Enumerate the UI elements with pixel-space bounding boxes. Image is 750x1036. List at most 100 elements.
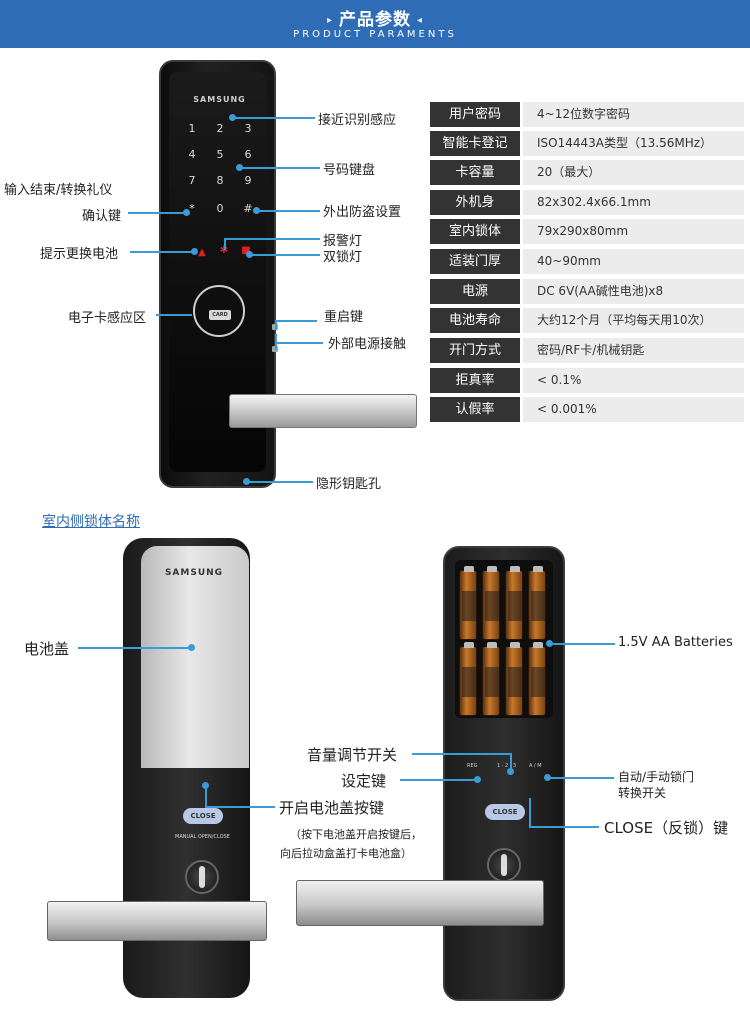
key-7: 7 bbox=[188, 174, 196, 187]
batteries-line bbox=[550, 643, 615, 645]
spec-value: DC 6V(AA碱性电池)x8 bbox=[523, 279, 744, 304]
keyhole-dot bbox=[243, 478, 250, 485]
spec-row: 智能卡登记 ISO14443A类型（13.56MHz） bbox=[430, 131, 744, 156]
spec-row: 认假率 < 0.001% bbox=[430, 397, 744, 422]
label-cover-note-1: （按下电池盖开启按键后， bbox=[290, 828, 422, 841]
anti-theft-dot bbox=[253, 207, 260, 214]
manual-knob bbox=[185, 860, 219, 894]
battery bbox=[459, 642, 477, 716]
vol-label: 1 · 2 · 3 bbox=[497, 763, 517, 769]
close-key-vline bbox=[529, 798, 531, 826]
label-close-key: CLOSE（反锁）键 bbox=[604, 819, 729, 837]
header-title-text: 产品参数 bbox=[339, 10, 411, 30]
battery-lock-handle bbox=[296, 880, 544, 926]
label-keypad: 号码键盘 bbox=[323, 163, 376, 178]
spec-row: 外机身 82x302.4x66.1mm bbox=[430, 190, 744, 215]
label-battery-cover: 电池盖 bbox=[24, 640, 70, 658]
spec-value: ISO14443A类型（13.56MHz） bbox=[523, 131, 744, 156]
label-confirm-key: 确认键 bbox=[82, 209, 122, 224]
close-button: CLOSE bbox=[485, 804, 525, 820]
key-3: 3 bbox=[244, 122, 252, 135]
spec-value: < 0.1% bbox=[523, 368, 744, 393]
key-0: 0 bbox=[216, 202, 224, 215]
card-sensor-ring bbox=[193, 285, 245, 337]
spec-key: 智能卡登记 bbox=[430, 131, 520, 156]
header-title: ▸产品参数◂ bbox=[0, 5, 750, 30]
spec-value: 大约12个月（平均每天用10次） bbox=[523, 308, 744, 333]
spec-value: 密码/RF卡/机械钥匙 bbox=[523, 338, 744, 363]
anti-theft-line bbox=[257, 210, 320, 212]
volume-vline bbox=[510, 753, 512, 771]
spec-value: 79x290x80mm bbox=[523, 219, 744, 244]
key-star: * bbox=[189, 202, 195, 215]
label-setting-key: 设定键 bbox=[341, 772, 387, 790]
cover-open-button: CLOSE bbox=[183, 808, 223, 824]
spec-key: 室内锁体 bbox=[430, 219, 520, 244]
key-5: 5 bbox=[216, 148, 224, 161]
label-volume-switch: 音量调节开关 bbox=[307, 746, 398, 764]
proximity-dot bbox=[229, 114, 236, 121]
battery-compartment bbox=[455, 560, 553, 718]
confirm-dot bbox=[183, 209, 190, 216]
spec-value: 40~90mm bbox=[523, 249, 744, 274]
battery-cover bbox=[141, 546, 249, 768]
spec-value: 82x302.4x66.1mm bbox=[523, 190, 744, 215]
key-4: 4 bbox=[188, 148, 196, 161]
spec-key: 用户密码 bbox=[430, 102, 520, 127]
front-lock-brand: SAMSUNG bbox=[193, 95, 246, 104]
spec-value: 4~12位数字密码 bbox=[523, 102, 744, 127]
am-label: A / M bbox=[529, 763, 542, 769]
spec-row: 电池寿命 大约12个月（平均每天用10次） bbox=[430, 308, 744, 333]
alarm-vline bbox=[224, 238, 226, 250]
battery bbox=[528, 566, 546, 640]
indoor-section-title[interactable]: 室内侧锁体名称 bbox=[42, 514, 140, 530]
cover-button-dot bbox=[202, 782, 209, 789]
label-auto-manual-1: 自动/手动锁门 bbox=[618, 770, 695, 784]
label-anti-theft: 外出防盗设置 bbox=[323, 205, 402, 220]
label-keyhole: 隐形钥匙孔 bbox=[316, 477, 382, 492]
manual-knob-right bbox=[487, 848, 521, 882]
label-alarm: 报警灯 bbox=[323, 234, 363, 249]
reset-vline bbox=[275, 320, 277, 330]
battery bbox=[528, 642, 546, 716]
key-8: 8 bbox=[216, 174, 224, 187]
spec-key: 卡容量 bbox=[430, 160, 520, 185]
keypad-dot bbox=[236, 164, 243, 171]
ext-power-line bbox=[275, 342, 323, 344]
key-2: 2 bbox=[216, 122, 224, 135]
key-9: 9 bbox=[244, 174, 252, 187]
reset-line bbox=[275, 320, 317, 322]
spec-key: 拒真率 bbox=[430, 368, 520, 393]
battery-line bbox=[130, 251, 192, 253]
card-label: CARD bbox=[209, 310, 231, 320]
label-reset: 重启键 bbox=[324, 310, 364, 325]
spec-row: 开门方式 密码/RF卡/机械钥匙 bbox=[430, 338, 744, 363]
spec-value: < 0.001% bbox=[523, 397, 744, 422]
spec-row: 室内锁体 79x290x80mm bbox=[430, 219, 744, 244]
spec-key: 电源 bbox=[430, 279, 520, 304]
proximity-line bbox=[233, 117, 315, 119]
key-6: 6 bbox=[244, 148, 252, 161]
ext-power-vline bbox=[275, 334, 277, 350]
spec-row: 用户密码 4~12位数字密码 bbox=[430, 102, 744, 127]
cover-button-line bbox=[205, 806, 275, 808]
indoor-lock-handle bbox=[47, 901, 267, 941]
alarm-line bbox=[224, 238, 320, 240]
double-lock-line bbox=[250, 254, 320, 256]
spec-key: 外机身 bbox=[430, 190, 520, 215]
key-hash: # bbox=[243, 202, 253, 215]
battery bbox=[482, 566, 500, 640]
spec-row: 电源 DC 6V(AA碱性电池)x8 bbox=[430, 279, 744, 304]
battery bbox=[505, 642, 523, 716]
header-subtitle: PRODUCT PARAMENTS bbox=[293, 29, 457, 40]
front-lock-body: SAMSUNG 1 2 3 4 5 6 7 8 9 * 0 # ▲ ✱ ■ CA… bbox=[159, 60, 278, 488]
double-lock-icon: ■ bbox=[241, 245, 251, 256]
keyhole-line bbox=[247, 481, 313, 483]
manual-caption: MANUAL OPEN/CLOSE bbox=[175, 834, 230, 840]
spec-value: 20（最大） bbox=[523, 160, 744, 185]
key-1: 1 bbox=[188, 122, 196, 135]
battery-warning-icon: ▲ bbox=[198, 247, 206, 258]
spec-row: 卡容量 20（最大） bbox=[430, 160, 744, 185]
battery-cover-line bbox=[78, 647, 188, 649]
triangle-left-icon: ◂ bbox=[417, 14, 424, 26]
